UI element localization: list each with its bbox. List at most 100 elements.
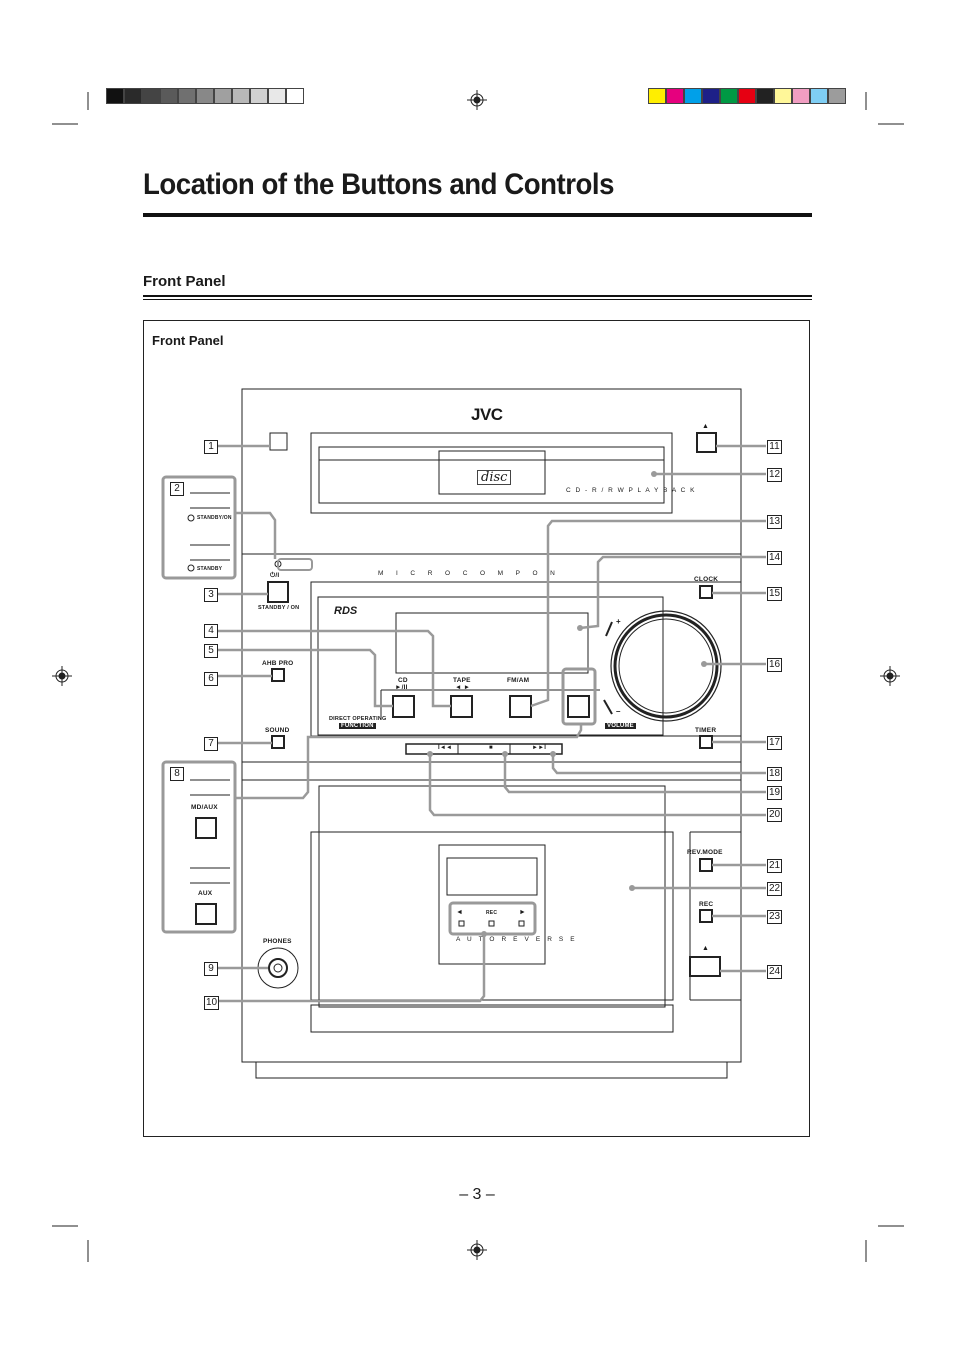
- cd-button-label: CD: [398, 677, 408, 684]
- deck-eject-icon: ▲: [702, 945, 710, 952]
- cd-slot-window: [438, 450, 546, 495]
- deck-right-icon: ►: [519, 909, 527, 916]
- unit-base: [255, 1061, 728, 1079]
- colorbar-swatch: [684, 88, 702, 104]
- standby-on-button: [267, 581, 289, 603]
- timer-label: TIMER: [695, 727, 717, 734]
- tape-button: [450, 695, 473, 718]
- gray-registration-bar: [106, 88, 304, 104]
- callout-13: 13: [767, 515, 782, 529]
- graybar-swatch: [106, 88, 124, 104]
- colorbar-swatch: [774, 88, 792, 104]
- colorbar-swatch: [792, 88, 810, 104]
- colorbar-swatch: [828, 88, 846, 104]
- colorbar-swatch: [648, 88, 666, 104]
- volume-minus-label: –: [616, 707, 621, 716]
- graybar-swatch: [196, 88, 214, 104]
- callout-15: 15: [767, 587, 782, 601]
- callout-16: 16: [767, 658, 782, 672]
- figure-frame: [143, 320, 810, 1137]
- colorbar-swatch: [738, 88, 756, 104]
- clock-label: CLOCK: [694, 576, 719, 583]
- rev-mode-button: [699, 858, 713, 872]
- title-rule: [143, 213, 812, 217]
- graybar-swatch: [214, 88, 232, 104]
- colorbar-swatch: [810, 88, 828, 104]
- page-title: Location of the Buttons and Controls: [143, 168, 614, 201]
- standby-on-indicator-label: STANDBY/ON: [197, 515, 232, 521]
- phones-label: PHONES: [263, 938, 292, 945]
- next-icon: ►►I: [532, 745, 547, 751]
- colorbar-swatch: [756, 88, 774, 104]
- callout-20: 20: [767, 808, 782, 822]
- cd-rw-playback-label: C D - R / R W P L A Y B A C K: [566, 487, 696, 494]
- graybar-swatch: [232, 88, 250, 104]
- brand-logo: JVC: [471, 405, 503, 424]
- section-rule-thin: [143, 299, 812, 300]
- colorbar-swatch: [720, 88, 738, 104]
- fm-am-button: [509, 695, 532, 718]
- md-aux-label: MD/AUX: [191, 804, 218, 811]
- color-registration-bar: [648, 88, 846, 104]
- micro-component-system-label: M I C R O C O M P O N E N T S Y S T E M: [378, 570, 558, 577]
- group-2-box: [161, 475, 237, 580]
- cd-eject-button: [696, 432, 717, 453]
- callout-12: 12: [767, 468, 782, 482]
- ahb-pro-button: [271, 668, 285, 682]
- fm-am-button-label: FM/AM: [507, 677, 530, 684]
- standby-indicator-label: STANDBY: [197, 566, 223, 572]
- graybar-swatch: [250, 88, 268, 104]
- callout-18: 18: [767, 767, 782, 781]
- tape-button-symbol: ◄ ►: [455, 684, 471, 691]
- cassette-door-outer: [318, 785, 666, 1008]
- transport-bar: [405, 743, 563, 755]
- callout-3: 3: [204, 588, 218, 602]
- timer-button: [699, 735, 713, 749]
- deck-left-icon: ◄: [456, 909, 464, 916]
- graybar-swatch: [124, 88, 142, 104]
- callout-21: 21: [767, 859, 782, 873]
- clock-button: [699, 585, 713, 599]
- registration-target-right: [880, 666, 900, 686]
- volume-knob: [610, 610, 722, 722]
- cd-eject-icon: ▲: [702, 423, 710, 430]
- function-4-button: [567, 695, 590, 718]
- standby-on-button-label: STANDBY / ON: [258, 605, 300, 611]
- rev-mode-label: REV.MODE: [687, 849, 723, 856]
- rec-label: REC: [699, 901, 714, 908]
- callout-22: 22: [767, 882, 782, 896]
- volume-label: VOLUME: [605, 723, 636, 729]
- callout-9: 9: [204, 962, 218, 976]
- callout-8: 8: [170, 767, 184, 781]
- rds-logo: RDS: [334, 605, 358, 617]
- registration-target-top: [467, 90, 487, 110]
- cassette-door: [310, 831, 674, 1001]
- registration-target-bottom: [467, 1240, 487, 1260]
- section-rule: [143, 295, 812, 297]
- colorbar-swatch: [702, 88, 720, 104]
- power-symbol-label: ⏻/I: [270, 572, 280, 579]
- callout-14: 14: [767, 551, 782, 565]
- prev-icon: I◄◄: [438, 745, 453, 751]
- tape-button-label: TAPE: [453, 677, 471, 684]
- md-aux-button: [195, 817, 217, 839]
- callout-10: 10: [204, 996, 219, 1010]
- callout-4: 4: [204, 624, 218, 638]
- deck-rec-label: REC: [486, 910, 498, 916]
- group-8-box: [161, 760, 237, 934]
- callout-5: 5: [204, 644, 218, 658]
- page-number: – 3 –: [459, 1186, 495, 1203]
- aux-button: [195, 903, 217, 925]
- callout-1: 1: [204, 440, 218, 454]
- callout-7: 7: [204, 737, 218, 751]
- callout-24: 24: [767, 965, 782, 979]
- graybar-swatch: [178, 88, 196, 104]
- button-1: [269, 432, 288, 451]
- figure-label: Front Panel: [152, 333, 224, 348]
- stop-icon: ■: [489, 745, 493, 751]
- callout-19: 19: [767, 786, 782, 800]
- graybar-swatch: [142, 88, 160, 104]
- function-label: FUNCTION: [339, 723, 376, 729]
